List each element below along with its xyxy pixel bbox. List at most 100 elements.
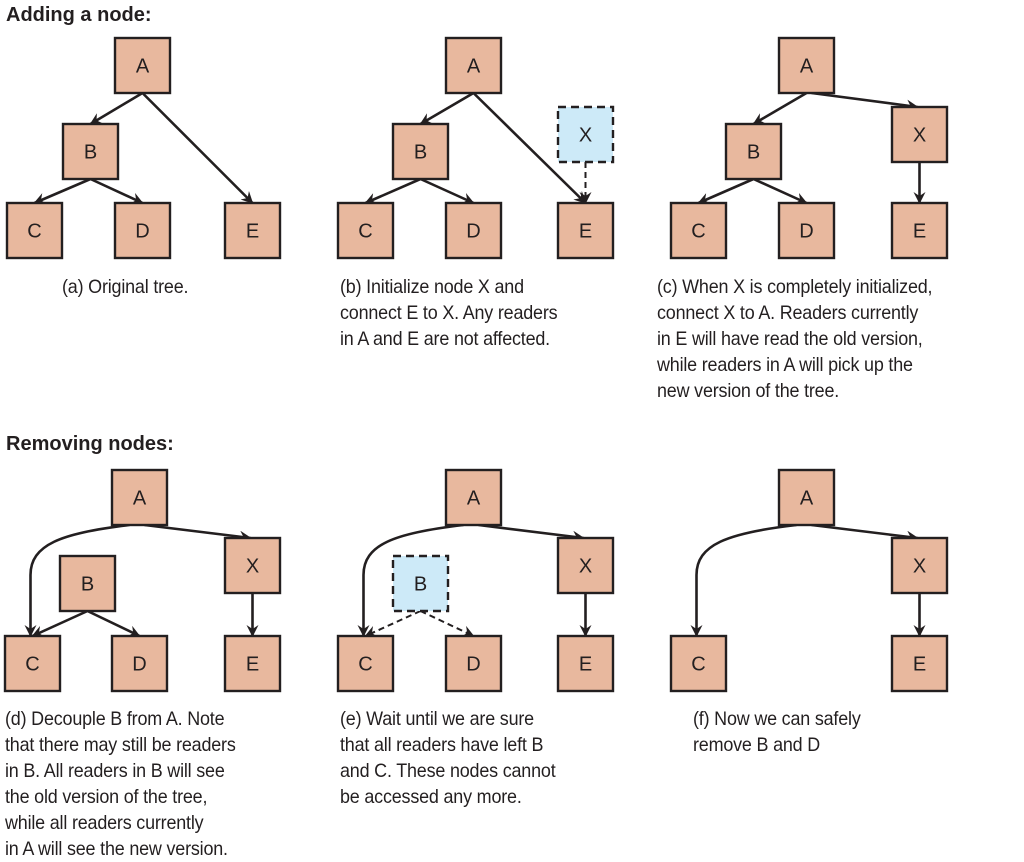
node-a: A (444, 36, 503, 95)
edge-b-to-c-arrow (697, 177, 755, 205)
node-label: D (466, 221, 480, 243)
node-label: C (27, 221, 41, 243)
edge-a-to-x-arrow (478, 523, 585, 543)
panel-a: A B C D E (5, 36, 282, 260)
node-label: B (81, 574, 94, 596)
node-label: E (246, 654, 259, 676)
node-a: A (110, 468, 169, 527)
node-box (890, 201, 949, 260)
node-d: D (444, 201, 503, 260)
node-b: B (391, 554, 450, 613)
edge-a-to-x-arrow (811, 91, 919, 112)
node-e: E (556, 634, 615, 693)
node-label: D (466, 654, 480, 676)
node-box (3, 634, 62, 693)
node-label: X (246, 556, 259, 578)
edge-a-to-c-arrow (24, 523, 130, 637)
node-box (724, 122, 783, 181)
node-c: C (669, 201, 728, 260)
node-label: E (246, 221, 259, 243)
node-box (777, 36, 836, 95)
node-b: B (724, 122, 783, 181)
node-d: D (444, 634, 503, 693)
node-c: C (669, 634, 728, 693)
node-x: X (556, 536, 615, 595)
node-b: B (391, 122, 450, 181)
node-box (336, 201, 395, 260)
node-box (223, 536, 282, 595)
node-box (223, 634, 282, 693)
node-a: A (113, 36, 172, 95)
node-box (444, 468, 503, 527)
heading-removing-nodes: Removing nodes: (6, 433, 174, 455)
edge-b-to-d-arrow (752, 177, 808, 205)
node-box (890, 536, 949, 595)
node-label: C (691, 221, 705, 243)
node-c: C (3, 634, 62, 693)
node-box (5, 201, 64, 260)
node-box (890, 105, 949, 164)
node-e: E (556, 201, 615, 260)
caption-a: (a) Original tree. (62, 276, 189, 298)
node-box (110, 634, 169, 693)
node-label: X (579, 556, 592, 578)
node-box (556, 536, 615, 595)
node-label: A (800, 488, 814, 510)
node-label: A (467, 56, 481, 78)
node-label: E (913, 221, 926, 243)
heading-adding-node: Adding a node: (6, 4, 152, 26)
edge-b-to-d-arrow (420, 610, 475, 637)
node-box (777, 201, 836, 260)
node-box (336, 634, 395, 693)
edge-b-to-c-arrow (364, 610, 421, 637)
node-box (391, 554, 450, 613)
edge-a-to-b-arrow (752, 91, 808, 126)
node-x: X (890, 105, 949, 164)
edge-a-to-b-arrow (419, 91, 475, 126)
node-label: D (132, 654, 146, 676)
node-label: X (579, 125, 592, 147)
node-box (556, 634, 615, 693)
caption-b: (b) Initialize node X and connect E to X… (340, 276, 558, 350)
panel-f: A X C E (669, 468, 949, 693)
node-box (556, 105, 615, 164)
node-box (58, 554, 117, 613)
node-d: D (113, 201, 172, 260)
node-box (61, 122, 120, 181)
edge-b-to-d-arrow (419, 177, 475, 205)
node-box (669, 201, 728, 260)
node-label: A (133, 488, 147, 510)
caption-f: (f) Now we can safely remove B and D (693, 708, 861, 756)
node-label: X (913, 556, 926, 578)
node-box (669, 634, 728, 693)
node-d: D (777, 201, 836, 260)
node-box (444, 634, 503, 693)
node-label: A (136, 56, 150, 78)
node-c: C (336, 634, 395, 693)
edge-a-to-x-arrow (811, 523, 919, 543)
node-a: A (777, 468, 836, 527)
node-e: E (223, 201, 282, 260)
node-label: B (84, 142, 97, 164)
node-box (223, 201, 282, 260)
panel-e: A B X C D E (336, 468, 615, 693)
edge-b-to-d-arrow (86, 609, 141, 638)
edge-a-to-e-arrow (472, 92, 587, 204)
edge-a-to-b-arrow (89, 91, 144, 126)
node-label: X (913, 125, 926, 147)
node-label: B (747, 142, 760, 164)
node-c: C (5, 201, 64, 260)
edge-b-to-d-arrow (89, 177, 144, 205)
node-label: D (135, 221, 149, 243)
node-e: E (223, 634, 282, 693)
node-label: A (800, 56, 814, 78)
edge-b-to-c-arrow (364, 177, 422, 205)
node-label: C (691, 654, 705, 676)
node-x: X (223, 536, 282, 595)
node-e: E (890, 634, 949, 693)
edge-b-to-c-arrow (31, 609, 89, 638)
node-box (777, 468, 836, 527)
node-label: A (467, 488, 481, 510)
node-d: D (110, 634, 169, 693)
